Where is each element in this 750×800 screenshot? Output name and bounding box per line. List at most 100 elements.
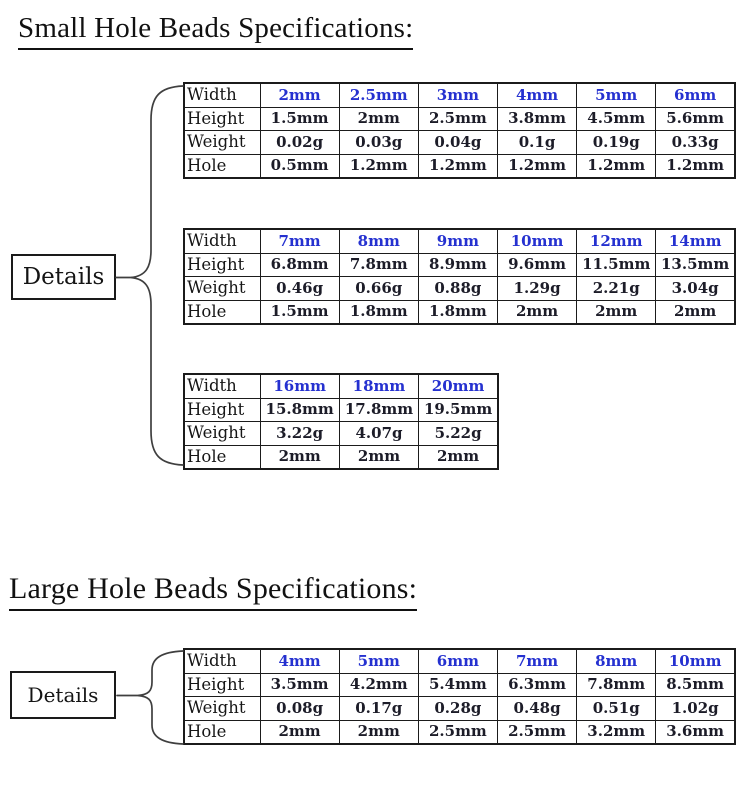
small-hole-details-label: Details: [22, 264, 105, 290]
value-cell: 0.04g: [417, 130, 498, 155]
header-value-cell: 6mm: [655, 82, 736, 108]
header-value-cell: 8mm: [576, 648, 657, 674]
value-cell: 1.2mm: [655, 153, 736, 179]
value-cell: 2.5mm: [417, 719, 498, 745]
header-value-cell: 16mm: [259, 373, 340, 399]
header-value-cell: 2mm: [259, 82, 340, 108]
value-cell: 6.8mm: [259, 252, 340, 277]
value-cell: 1.8mm: [338, 299, 419, 325]
value-cell: 3.5mm: [259, 672, 340, 697]
value-cell: 8.5mm: [655, 672, 736, 697]
row-label-cell: Weight: [183, 130, 261, 155]
value-cell: 0.19g: [576, 130, 657, 155]
row-label-cell: Hole: [183, 444, 261, 470]
row-label-cell: Hole: [183, 719, 261, 745]
header-value-cell: 4mm: [259, 648, 340, 674]
value-cell: 9.6mm: [496, 252, 578, 277]
value-cell: 1.2mm: [496, 153, 578, 179]
value-cell: 5.22g: [418, 421, 499, 446]
row-label-cell: Height: [183, 252, 261, 277]
header-value-cell: 10mm: [496, 228, 578, 254]
value-cell: 8.9mm: [417, 252, 498, 277]
row-label-cell: Height: [183, 397, 261, 422]
value-cell: 1.2mm: [338, 153, 419, 179]
value-cell: 2mm: [259, 444, 340, 470]
value-cell: 1.5mm: [259, 106, 340, 131]
value-cell: 5.4mm: [417, 672, 498, 697]
value-cell: 2.5mm: [417, 106, 498, 131]
header-value-cell: 10mm: [655, 648, 736, 674]
row-label-cell: Hole: [183, 299, 261, 325]
value-cell: 2mm: [259, 719, 340, 745]
value-cell: 2mm: [655, 299, 736, 325]
header-value-cell: 8mm: [338, 228, 419, 254]
small-section-brace: [115, 85, 184, 466]
curly-brace-large: [137, 650, 184, 745]
value-cell: 0.46g: [259, 276, 340, 301]
small-hole-details-box: Details: [11, 254, 116, 300]
value-cell: 2mm: [418, 444, 499, 470]
value-cell: 0.1g: [496, 130, 578, 155]
row-label-cell: Weight: [183, 421, 261, 446]
curly-brace-small: [130, 85, 184, 466]
value-cell: 3.6mm: [655, 719, 736, 745]
value-cell: 7.8mm: [338, 252, 419, 277]
header-value-cell: 7mm: [259, 228, 340, 254]
large-hole-details-box: Details: [10, 671, 116, 719]
value-cell: 2.5mm: [496, 719, 578, 745]
value-cell: 0.88g: [417, 276, 498, 301]
value-cell: 17.8mm: [338, 397, 420, 422]
header-value-cell: 14mm: [655, 228, 736, 254]
value-cell: 5.6mm: [655, 106, 736, 131]
value-cell: 13.5mm: [655, 252, 736, 277]
value-cell: 19.5mm: [418, 397, 499, 422]
value-cell: 0.51g: [576, 696, 657, 721]
row-label-cell: Height: [183, 672, 261, 697]
value-cell: 2mm: [496, 299, 578, 325]
value-cell: 0.66g: [338, 276, 419, 301]
value-cell: 7.8mm: [576, 672, 657, 697]
header-value-cell: 6mm: [417, 648, 498, 674]
value-cell: 2.21g: [576, 276, 657, 301]
row-label-cell: Width: [183, 373, 261, 399]
value-cell: 0.17g: [338, 696, 419, 721]
value-cell: 3.22g: [259, 421, 340, 446]
value-cell: 2mm: [338, 444, 420, 470]
value-cell: 15.8mm: [259, 397, 340, 422]
value-cell: 2mm: [338, 719, 419, 745]
header-value-cell: 5mm: [338, 648, 419, 674]
header-value-cell: 5mm: [576, 82, 657, 108]
value-cell: 11.5mm: [576, 252, 657, 277]
row-label-cell: Width: [183, 648, 261, 674]
header-value-cell: 20mm: [418, 373, 499, 399]
value-cell: 0.03g: [338, 130, 419, 155]
value-cell: 0.02g: [259, 130, 340, 155]
header-value-cell: 18mm: [338, 373, 420, 399]
value-cell: 3.04g: [655, 276, 736, 301]
value-cell: 1.2mm: [417, 153, 498, 179]
value-cell: 1.8mm: [417, 299, 498, 325]
row-label-cell: Hole: [183, 153, 261, 179]
value-cell: 1.29g: [496, 276, 578, 301]
header-value-cell: 7mm: [496, 648, 578, 674]
large-hole-details-label: Details: [27, 683, 99, 707]
value-cell: 1.5mm: [259, 299, 340, 325]
value-cell: 0.28g: [417, 696, 498, 721]
header-value-cell: 9mm: [417, 228, 498, 254]
value-cell: 3.8mm: [496, 106, 578, 131]
header-value-cell: 12mm: [576, 228, 657, 254]
